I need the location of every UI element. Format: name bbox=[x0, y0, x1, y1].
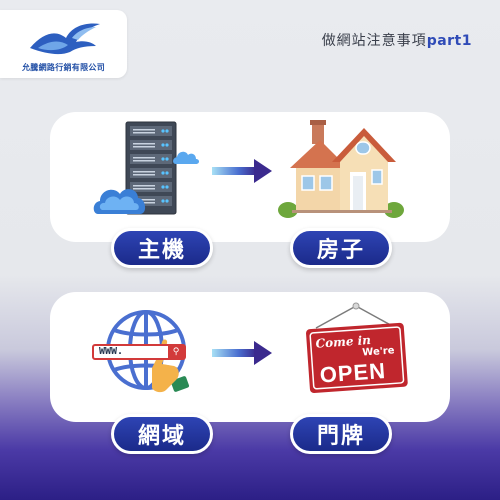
sign-hanger-icon bbox=[306, 302, 408, 394]
label-domain: 網域 bbox=[111, 414, 213, 454]
sign-text: Come in We're OPEN bbox=[297, 296, 415, 400]
house-icon bbox=[278, 120, 404, 218]
label-house: 房子 bbox=[290, 228, 392, 268]
globe-domain-illustration: WWW. ⚲ bbox=[92, 304, 200, 408]
label-server: 主機 bbox=[111, 228, 213, 268]
open-sign: Come in We're OPEN bbox=[300, 300, 412, 396]
title-main: 做網站注意事項 bbox=[321, 33, 427, 49]
logo-card: 允騰網路行銷有限公司 bbox=[0, 10, 127, 78]
browser-address-text: WWW. bbox=[99, 346, 124, 357]
label-doorplate: 門牌 bbox=[290, 414, 392, 454]
title-accent: part1 bbox=[426, 33, 472, 49]
arrow-right-icon bbox=[212, 341, 272, 365]
server-rack-icon bbox=[93, 121, 199, 215]
eagle-logo-icon bbox=[30, 23, 100, 55]
arrow-right-icon bbox=[212, 159, 272, 183]
page-title: 做網站注意事項part1 bbox=[322, 30, 472, 50]
sign-open: OPEN bbox=[318, 357, 387, 388]
browser-bar: WWW. ⚲ bbox=[92, 344, 186, 360]
brand-name: 允騰網路行銷有限公司 bbox=[22, 63, 105, 72]
search-icon: ⚲ bbox=[168, 346, 184, 358]
sign-were: We're bbox=[361, 345, 395, 359]
